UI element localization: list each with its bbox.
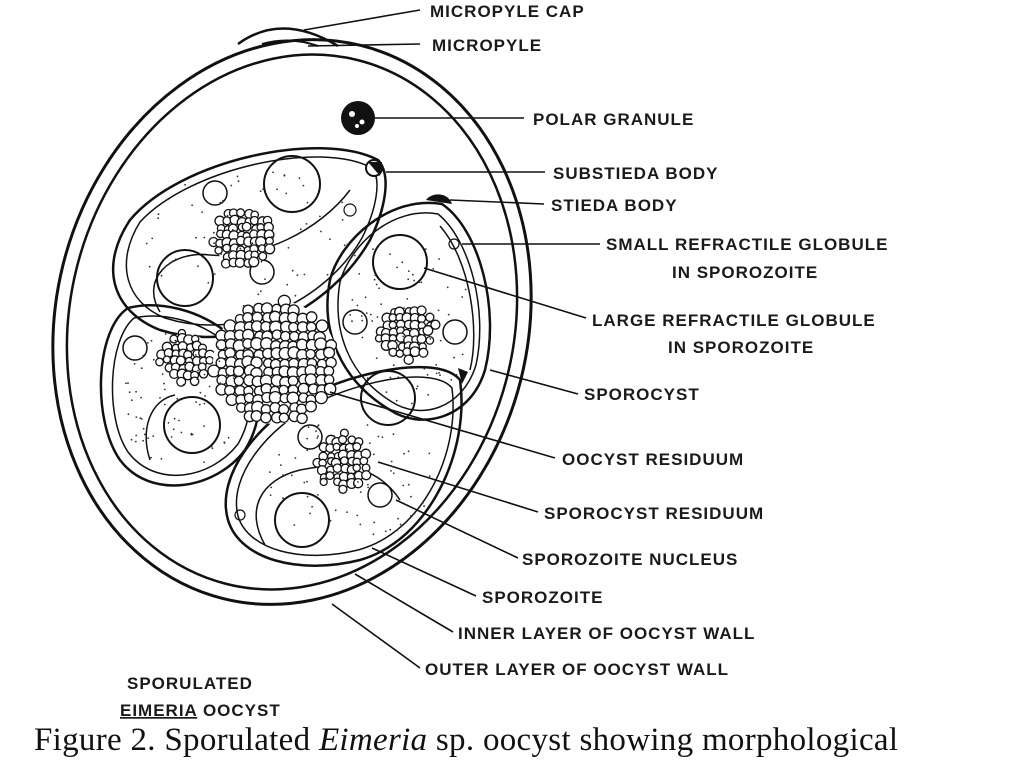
label-micropyle: MICROPYLE — [432, 36, 542, 55]
diagram-title-rest: OOCYST — [197, 701, 281, 720]
diagram-title-line2: EIMERIA OOCYST — [120, 701, 281, 720]
label-oocyst-residuum: OOCYST RESIDUUM — [562, 450, 744, 469]
label-polar-granule: POLAR GRANULE — [533, 110, 694, 129]
cytoplasm-stippling — [125, 171, 468, 536]
caption-suffix: sp. oocyst showing morphological — [427, 722, 899, 758]
sporocyst-top-left — [111, 147, 387, 339]
label-small-refractile-line1: SMALL REFRACTILE GLOBULE — [606, 235, 888, 254]
label-sporozoite-nucleus: SPOROZOITE NUCLEUS — [522, 550, 738, 569]
sporocyst-right — [326, 194, 492, 426]
label-large-refractile-line1: LARGE REFRACTILE GLOBULE — [592, 311, 876, 330]
label-sporocyst-residuum: SPOROCYST RESIDUUM — [544, 504, 764, 523]
sporocyst-left — [99, 304, 261, 487]
figure-caption: Figure 2. Sporulated Eimeria sp. oocyst … — [34, 722, 1014, 759]
caption-genus: Eimeria — [318, 722, 428, 758]
label-stieda-body: STIEDA BODY — [551, 196, 678, 215]
label-sporozoite: SPOROZOITE — [482, 588, 603, 607]
label-large-refractile-line2: IN SPOROZOITE — [668, 338, 814, 357]
sporocyst-residuum-1 — [208, 207, 276, 269]
caption-prefix: Figure 2. Sporulated — [34, 722, 319, 758]
oocyst-residuum — [207, 294, 338, 425]
leader-lines — [303, 9, 600, 669]
diagram-title-genus: EIMERIA — [120, 701, 197, 720]
diagram-title-line1: SPORULATED — [127, 674, 253, 693]
label-small-refractile-line2: IN SPOROZOITE — [672, 263, 818, 282]
polar-granule — [341, 101, 375, 135]
label-sporocyst: SPOROCYST — [584, 385, 700, 404]
micropyle — [261, 39, 319, 47]
stieda-body — [426, 194, 452, 204]
label-outer-layer: OUTER LAYER OF OOCYST WALL — [425, 660, 729, 679]
label-substieda-body: SUBSTIEDA BODY — [553, 164, 718, 183]
label-micropyle-cap: MICROPYLE CAP — [430, 2, 585, 21]
sporozoite-nucleus — [367, 482, 393, 508]
micropyle-cap — [237, 27, 339, 48]
sporocyst-bottom — [224, 365, 463, 567]
inner-layer-of-oocyst-wall — [65, 53, 519, 591]
label-inner-layer: INNER LAYER OF OOCYST WALL — [458, 624, 755, 643]
